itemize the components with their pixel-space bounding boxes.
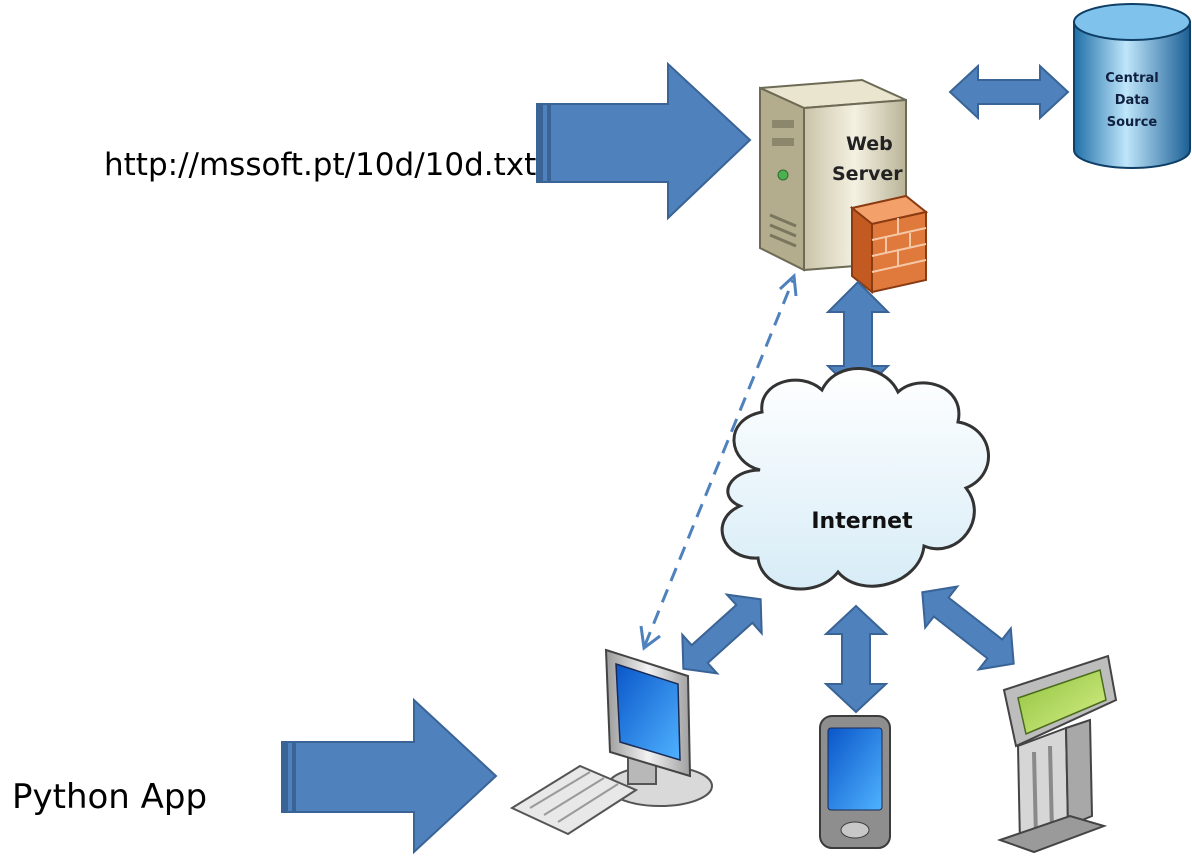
server-database-arrow <box>948 63 1070 121</box>
internet-kiosk-arrow <box>921 585 1015 671</box>
kiosk-icon <box>996 654 1118 854</box>
python-app-label: Python App <box>12 777 207 817</box>
web-server-label-line1: Web <box>846 133 893 155</box>
firewall-icon <box>849 194 929 295</box>
internet-cloud-icon <box>720 367 991 591</box>
url-label: http://mssoft.pt/10d/10d.txt <box>104 147 536 183</box>
url-arrow <box>536 61 752 221</box>
database-label-line1: Central <box>1105 71 1158 86</box>
web-server-label-line2: Server <box>832 163 903 185</box>
database-icon <box>1073 3 1191 169</box>
computer-server-dashed-link <box>639 272 798 651</box>
desktop-computer-icon <box>604 648 713 807</box>
internet-label: Internet <box>811 509 913 534</box>
keyboard-icon <box>509 764 639 836</box>
internet-pda-arrow <box>823 604 889 714</box>
web-server-icon <box>759 78 907 272</box>
database-label-line2: Data <box>1115 93 1150 108</box>
pda-icon <box>819 715 891 849</box>
internet-computer-arrow <box>681 593 763 675</box>
python-app-arrow <box>281 697 498 855</box>
database-label-line3: Source <box>1107 115 1158 130</box>
